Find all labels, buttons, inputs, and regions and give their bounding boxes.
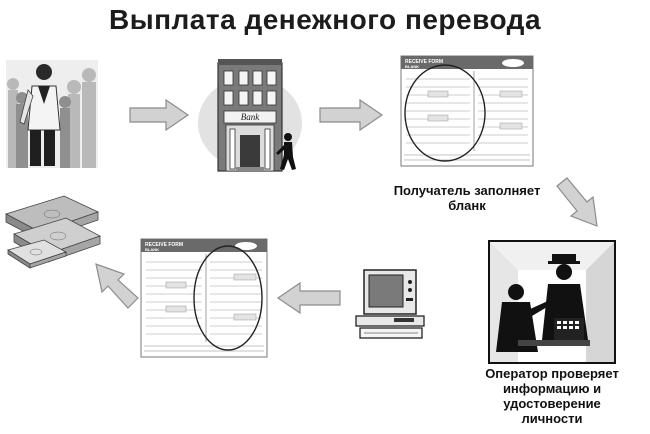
arrow-down-right-icon xyxy=(555,176,601,228)
arrow-left-icon xyxy=(276,281,342,315)
arrow-up-left-icon xyxy=(92,262,140,310)
bank-sign: Bank xyxy=(241,112,260,122)
form-header: RECEIVE FORM xyxy=(145,242,183,248)
step-caption-fill-form: Получатель заполняет бланк xyxy=(393,183,541,213)
cash-stacks-illustration xyxy=(4,192,104,270)
computer-illustration xyxy=(354,268,426,340)
operator-verification-illustration xyxy=(488,240,616,364)
arrow-right-icon xyxy=(318,98,384,132)
step-caption-operator-checks: Оператор проверяет информацию и удостове… xyxy=(485,366,619,426)
form-header: RECEIVE FORM xyxy=(405,59,443,65)
receive-form-document: RECEIVE FORM BLANK xyxy=(140,238,268,358)
diagram-title: Выплата денежного перевода xyxy=(108,4,542,35)
receive-form-document: RECEIVE FORM BLANK xyxy=(400,55,534,167)
arrow-right-icon xyxy=(128,98,190,132)
form-subheader: BLANK xyxy=(405,64,419,69)
recipient-person-illustration xyxy=(6,60,98,168)
bank-building-illustration: Bank xyxy=(196,55,304,173)
form-subheader: BLANK xyxy=(145,247,159,252)
